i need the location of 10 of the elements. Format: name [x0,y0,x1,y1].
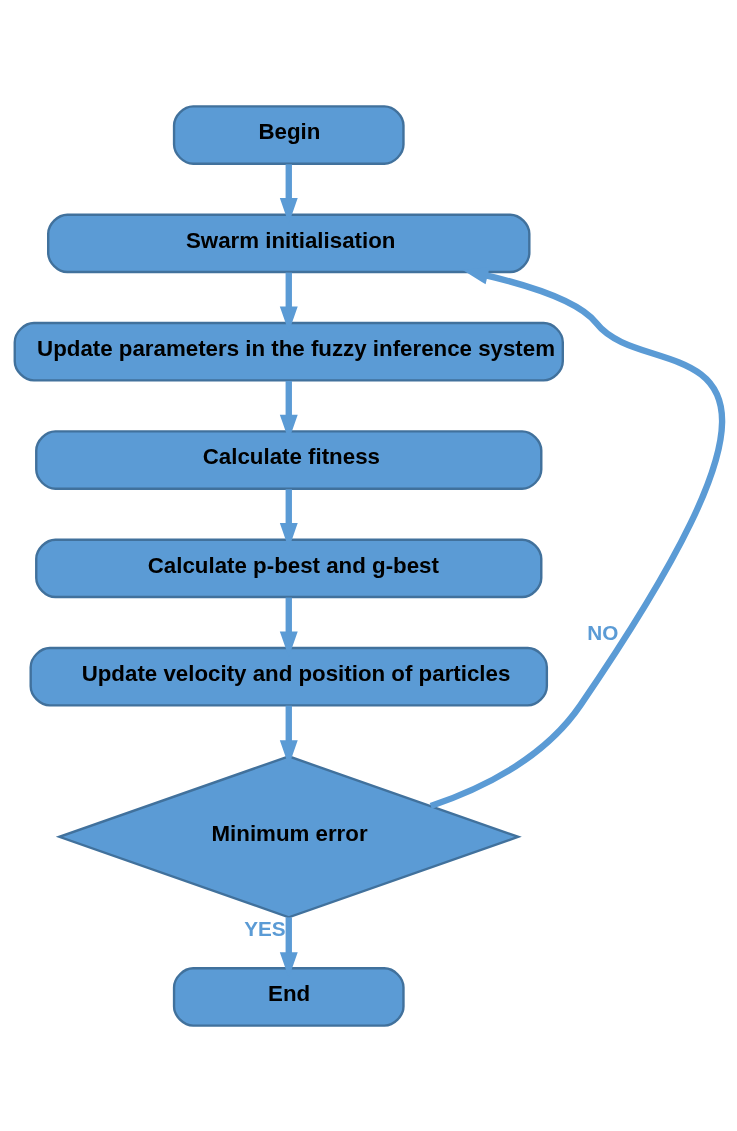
node-diamond: Minimum error [55,754,522,919]
node-box: Calculate fitness [35,429,543,490]
node-box: Update velocity and position of particles [29,646,549,707]
node-box: Begin [172,104,405,165]
edge-label: YES [244,916,286,939]
node-box: Calculate p-best and g-best [35,538,543,598]
node-box: Swarm initialisation [47,213,531,273]
node-box: Update parameters in the fuzzy inference system [13,321,564,382]
node-box: End [172,966,405,1027]
edge-label: NO [587,620,619,644]
